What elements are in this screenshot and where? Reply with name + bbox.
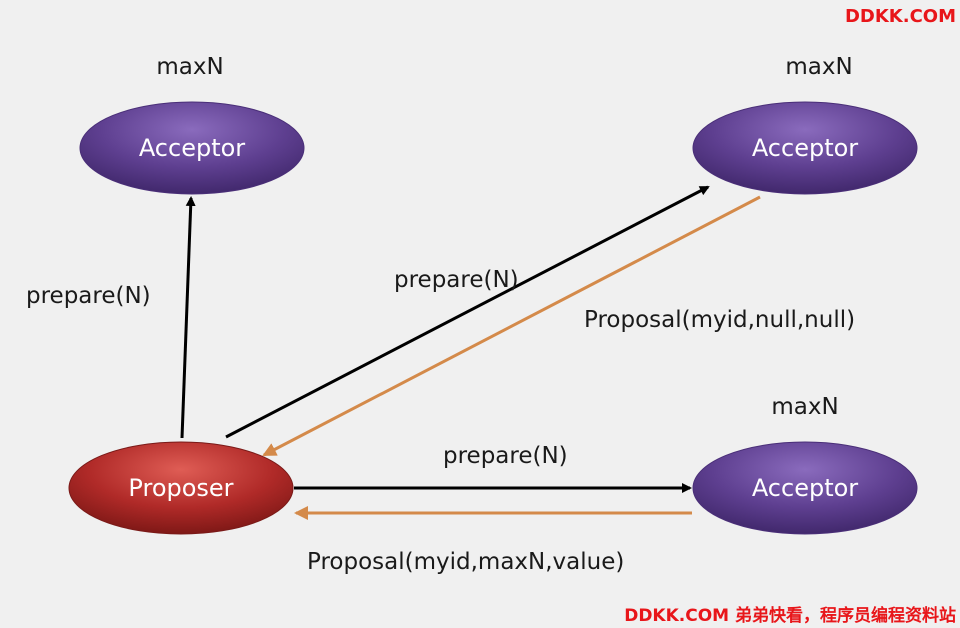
proposal-label-from-bottom-right: Proposal(myid,maxN,value)	[307, 549, 624, 575]
acceptor-bottom-right-label: Acceptor	[752, 474, 858, 502]
acceptor-top-left: Acceptor	[79, 101, 305, 195]
maxn-label-top-left: maxN	[156, 54, 223, 80]
maxn-label-top-right: maxN	[785, 54, 852, 80]
proposal-arrow-from-top-right	[262, 195, 761, 457]
acceptor-top-left-label: Acceptor	[139, 134, 245, 162]
proposer-label: Proposer	[128, 474, 233, 502]
acceptor-top-right: Acceptor	[692, 101, 918, 195]
prepare-arrow-to-top-right	[225, 185, 710, 439]
watermark-top: DDKK.COM	[844, 6, 956, 27]
prepare-arrow-to-top-left	[180, 196, 196, 439]
prepare-label-to-top-left: prepare(N)	[26, 283, 151, 309]
proposer: Proposer	[68, 441, 294, 535]
prepare-label-to-bottom-right: prepare(N)	[443, 443, 568, 469]
acceptor-top-right-label: Acceptor	[752, 134, 858, 162]
prepare-label-to-top-right: prepare(N)	[394, 267, 519, 293]
watermark-bottom: DDKK.COM 弟弟快看，程序员编程资料站	[624, 606, 956, 626]
acceptor-bottom-right: Acceptor	[692, 441, 918, 535]
maxn-label-bottom-right: maxN	[771, 394, 838, 420]
proposal-label-from-top-right: Proposal(myid,null,null)	[584, 307, 855, 333]
